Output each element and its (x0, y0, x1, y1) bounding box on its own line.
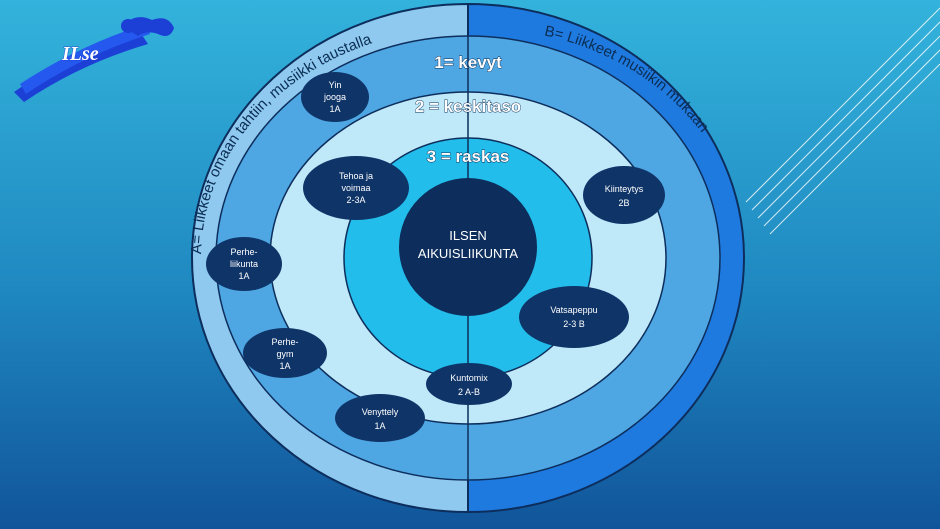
activity-text: liikunta (230, 259, 258, 269)
activity-bubble-tehoa-ja-voimaa: Tehoa ja voimaa 2-3A (303, 156, 409, 220)
activity-bubble-yin-jooga: Yin jooga 1A (301, 72, 369, 122)
ilse-logo: ILse (14, 17, 174, 102)
center-label-line1: ILSEN (449, 228, 487, 243)
activity-text: Perhe- (271, 337, 298, 347)
activity-text: 1A (279, 361, 290, 371)
ring-label-keskitaso: 2 = keskitaso (415, 97, 521, 116)
activity-text: 2-3A (346, 195, 365, 205)
activity-text: Vatsapeppu (550, 305, 597, 315)
activity-text: 2-3 B (563, 319, 585, 329)
activity-text: voimaa (341, 183, 370, 193)
decorative-lines (745, 7, 940, 235)
activity-text: 1A (374, 421, 385, 431)
activity-bubble-kuntomix: Kuntomix 2 A-B (426, 363, 512, 405)
activity-bubble-venyttely: Venyttely 1A (335, 394, 425, 442)
activity-text: Yin (329, 80, 342, 90)
activity-text: Tehoa ja (339, 171, 373, 181)
activity-text: 1A (329, 104, 340, 114)
ring-label-kevyt: 1= kevyt (434, 53, 502, 72)
activity-text: 1A (238, 271, 249, 281)
activity-bubble-perheliikunta: Perhe- liikunta 1A (206, 237, 282, 291)
ring-label-raskas: 3 = raskas (427, 147, 510, 166)
center-circle (399, 178, 537, 316)
activity-text: 2 A-B (458, 387, 480, 397)
logo-text: ILse (61, 43, 99, 65)
center-label-line2: AIKUISLIIKUNTA (418, 246, 519, 261)
activity-text: jooga (323, 92, 346, 102)
activity-bubble-perhegym: Perhe- gym 1A (243, 328, 327, 378)
activity-bubble-kiinteytys: Kiinteytys 2B (583, 166, 665, 224)
activity-text: Kuntomix (450, 373, 488, 383)
activity-text: Kiinteytys (605, 184, 644, 194)
activity-text: Perhe- (230, 247, 257, 257)
activity-text: Venyttely (362, 407, 399, 417)
activity-text: 2B (618, 198, 629, 208)
activity-text: gym (276, 349, 293, 359)
activity-bubble-vatsapeppu: Vatsapeppu 2-3 B (519, 286, 629, 348)
